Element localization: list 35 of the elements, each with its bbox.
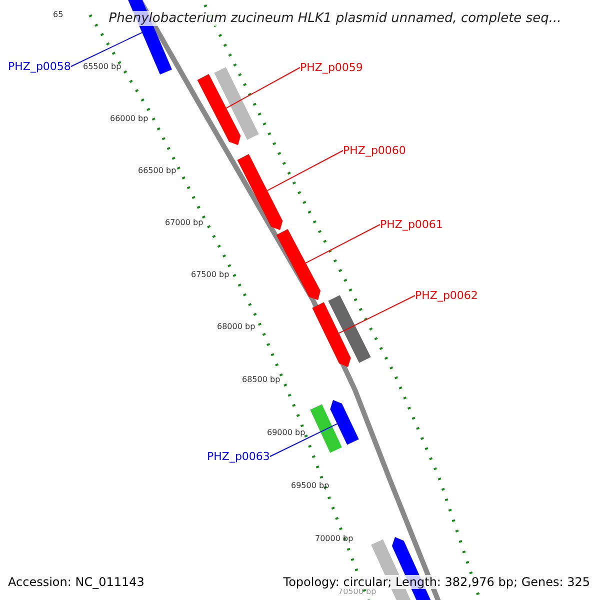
tick-label: 69500 bp bbox=[291, 481, 330, 490]
tick-label: 69000 bp bbox=[267, 428, 306, 437]
leader-line bbox=[269, 423, 338, 457]
leader-line bbox=[305, 224, 380, 264]
tick-label: 67000 bp bbox=[165, 218, 204, 227]
summary-text: Topology: circular; Length: 382,976 bp; Genes: 325 bbox=[283, 575, 590, 589]
gene-bar bbox=[276, 228, 320, 300]
tick-label: 68500 bp bbox=[242, 375, 280, 384]
gene-bar bbox=[214, 67, 259, 140]
gene-bar bbox=[312, 302, 351, 367]
leader-line bbox=[338, 295, 416, 334]
gene-label: PHZ_p0058 bbox=[8, 60, 71, 73]
gene-label: PHZ_p0061 bbox=[380, 218, 443, 231]
tick-label: 65 bbox=[53, 10, 64, 19]
gene-label: PHZ_p0063 bbox=[207, 450, 270, 463]
leader-line bbox=[266, 150, 344, 192]
title: Phenylobacterium zucineum HLK1 plasmid unnamed, complete seq... bbox=[108, 11, 562, 26]
tick-label: 66000 bp bbox=[110, 114, 148, 123]
tick-label: 66500 bp bbox=[138, 166, 176, 175]
gene-bar bbox=[328, 295, 371, 363]
tick-label: 70000 bp bbox=[315, 534, 354, 543]
gene-bar bbox=[237, 154, 283, 230]
tick-label: 65500 bp bbox=[83, 62, 122, 71]
accession-text: Accession: NC_011143 bbox=[8, 575, 144, 589]
gene-label: PHZ_p0060 bbox=[343, 144, 406, 157]
leader-line bbox=[70, 32, 143, 67]
leader-line bbox=[226, 67, 300, 109]
gene-bar bbox=[197, 74, 241, 145]
gene-label: PHZ_p0062 bbox=[415, 289, 478, 302]
gene-label: PHZ_p0059 bbox=[300, 61, 363, 74]
gene-bar bbox=[310, 404, 342, 453]
tick-label: 67500 bp bbox=[191, 270, 230, 279]
tick-label: 68000 bp bbox=[217, 322, 256, 331]
tick-label: 70500 bp bbox=[338, 587, 376, 596]
gene-bar bbox=[330, 400, 359, 445]
